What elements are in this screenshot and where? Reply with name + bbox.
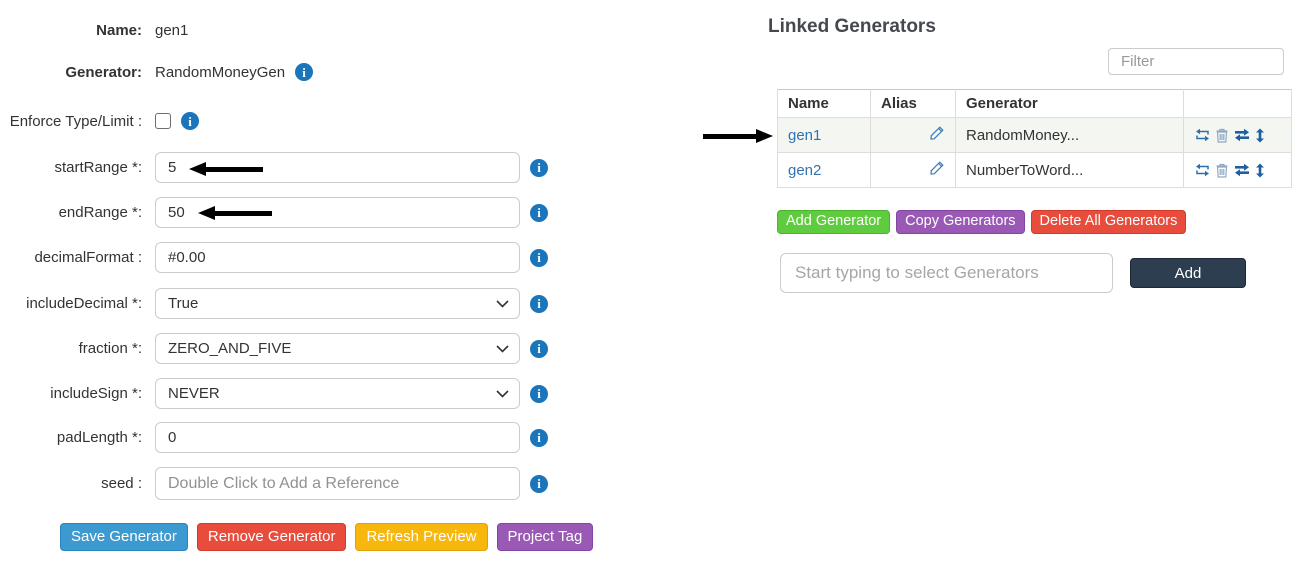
- copy-generators-button[interactable]: Copy Generators: [896, 210, 1025, 234]
- info-icon[interactable]: [530, 248, 548, 267]
- chevron-down-icon: [496, 299, 509, 308]
- swap-generator-icon[interactable]: [1194, 128, 1211, 142]
- gen1-link[interactable]: gen1: [788, 126, 822, 144]
- form-action-buttons: Save Generator Remove Generator Refresh …: [60, 523, 594, 551]
- linked-action-buttons: Add Generator Copy Generators Delete All…: [777, 210, 1187, 234]
- linked-generators-table: Name Alias Generator gen1 RandomMoney...: [777, 89, 1292, 188]
- selected-value: NEVER: [168, 385, 220, 402]
- header-generator: Generator: [955, 89, 1184, 118]
- exchange-generator-icon[interactable]: [1233, 128, 1251, 142]
- endrange-input[interactable]: [155, 197, 520, 228]
- exchange-generator-icon[interactable]: [1233, 163, 1251, 177]
- chevron-down-icon: [496, 344, 509, 353]
- reorder-generator-icon[interactable]: [1255, 128, 1265, 143]
- fraction-row: fraction *: ZERO_AND_FIVE: [0, 333, 548, 364]
- name-value: gen1: [155, 22, 189, 39]
- remove-generator-button[interactable]: Remove Generator: [196, 523, 347, 551]
- decimalformat-row: decimalFormat :: [0, 242, 548, 273]
- endrange-row: endRange *:: [0, 197, 548, 228]
- padlength-label: padLength *:: [56, 429, 142, 446]
- info-icon[interactable]: [530, 339, 548, 358]
- selected-value: ZERO_AND_FIVE: [168, 340, 292, 357]
- generator-label: Generator:: [65, 63, 142, 81]
- fraction-label: fraction *:: [78, 340, 142, 357]
- header-alias: Alias: [870, 89, 956, 118]
- edit-alias-icon[interactable]: [929, 160, 945, 176]
- endrange-label: endRange *:: [58, 204, 142, 221]
- includesign-row: includeSign *: NEVER: [0, 378, 548, 409]
- header-actions: [1183, 89, 1292, 118]
- info-icon[interactable]: [181, 112, 199, 130]
- edit-alias-icon[interactable]: [929, 125, 945, 141]
- delete-all-generators-button[interactable]: Delete All Generators: [1030, 210, 1187, 234]
- enforce-label: Enforce Type/Limit :: [9, 112, 142, 130]
- generator-cell: NumberToWord...: [955, 152, 1184, 188]
- seed-label: seed :: [101, 475, 142, 492]
- fraction-select[interactable]: ZERO_AND_FIVE: [155, 333, 520, 364]
- add-generator-button[interactable]: Add Generator: [777, 210, 891, 234]
- project-tag-button[interactable]: Project Tag: [496, 523, 594, 551]
- generator-value: RandomMoneyGen: [155, 63, 286, 81]
- linked-generators-title: Linked Generators: [768, 16, 936, 37]
- gen2-link[interactable]: gen2: [788, 161, 822, 179]
- includesign-select[interactable]: NEVER: [155, 378, 520, 409]
- includedecimal-row: includeDecimal *: True: [0, 288, 548, 319]
- seed-input[interactable]: [155, 467, 520, 500]
- filter-input[interactable]: [1108, 48, 1284, 75]
- save-generator-button[interactable]: Save Generator: [60, 523, 188, 551]
- generator-cell: RandomMoney...: [955, 117, 1184, 153]
- name-row: Name: gen1: [0, 22, 520, 39]
- decimalformat-input[interactable]: [155, 242, 520, 273]
- info-icon[interactable]: [530, 428, 548, 447]
- seed-row: seed :: [0, 467, 548, 500]
- startrange-row: startRange *:: [0, 152, 548, 183]
- delete-generator-icon[interactable]: [1215, 128, 1229, 143]
- chevron-down-icon: [496, 389, 509, 398]
- info-icon[interactable]: [295, 63, 314, 81]
- header-name: Name: [777, 89, 871, 118]
- padlength-input[interactable]: [155, 422, 520, 453]
- annotation-arrow-gen1: [703, 129, 773, 143]
- generator-row: Generator: RandomMoneyGen: [0, 63, 520, 81]
- swap-generator-icon[interactable]: [1194, 163, 1211, 177]
- info-icon[interactable]: [530, 474, 548, 493]
- info-icon[interactable]: [530, 158, 548, 177]
- includedecimal-label: includeDecimal *:: [26, 295, 142, 312]
- includedecimal-select[interactable]: True: [155, 288, 520, 319]
- refresh-preview-button[interactable]: Refresh Preview: [355, 523, 488, 551]
- name-label: Name:: [96, 22, 142, 39]
- reorder-generator-icon[interactable]: [1255, 163, 1265, 178]
- decimalformat-label: decimalFormat :: [34, 249, 142, 266]
- add-button[interactable]: Add: [1130, 258, 1246, 288]
- info-icon[interactable]: [530, 203, 548, 222]
- info-icon[interactable]: [530, 294, 548, 313]
- includesign-label: includeSign *:: [50, 385, 142, 402]
- select-generators-input[interactable]: [780, 253, 1113, 293]
- delete-generator-icon[interactable]: [1215, 163, 1229, 178]
- selected-value: True: [168, 295, 199, 312]
- table-row-gen1[interactable]: gen1 RandomMoney...: [777, 117, 1292, 153]
- startrange-input[interactable]: [155, 152, 520, 183]
- padlength-row: padLength *:: [0, 422, 548, 453]
- info-icon[interactable]: [530, 384, 548, 403]
- enforce-row: Enforce Type/Limit :: [0, 112, 520, 130]
- table-row-gen2[interactable]: gen2 NumberToWord...: [777, 152, 1292, 188]
- enforce-checkbox[interactable]: [155, 113, 171, 129]
- table-header-row: Name Alias Generator: [777, 89, 1292, 118]
- startrange-label: startRange *:: [54, 159, 142, 176]
